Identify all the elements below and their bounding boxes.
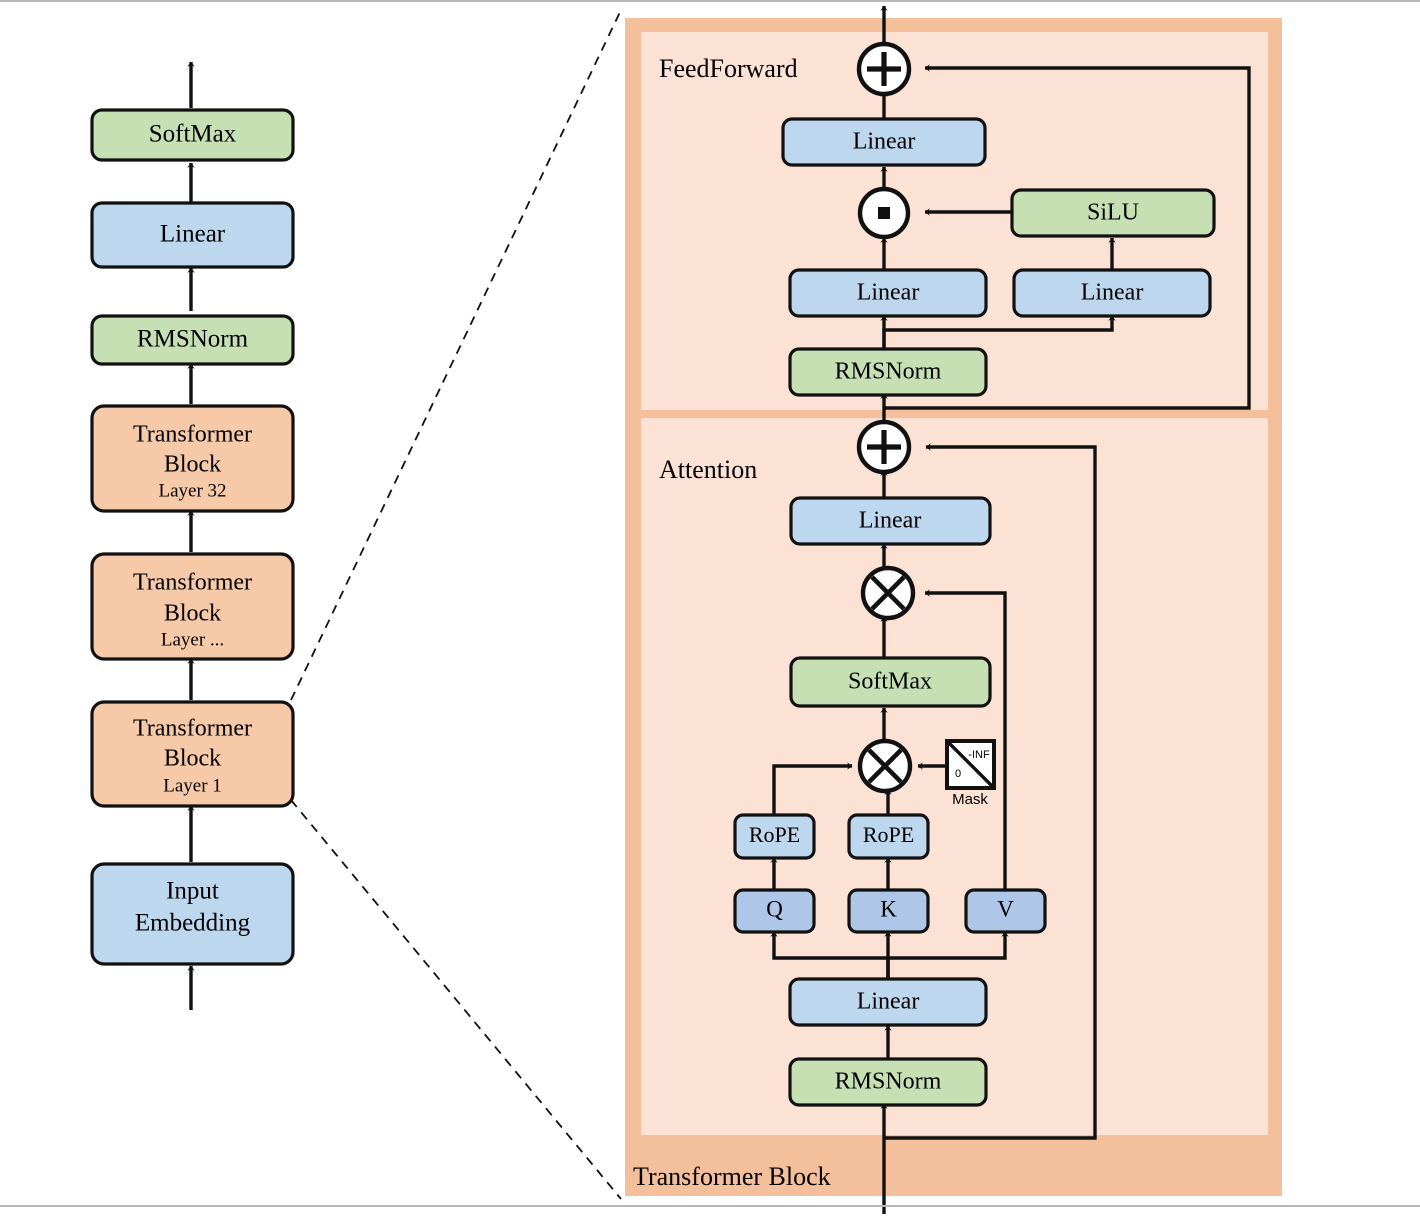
transformer-block-panel: FeedForward Attention Transformer Block [625, 5, 1282, 1214]
stack-node-linear-out[interactable]: Linear [90, 201, 295, 269]
node-ff-linear-gate[interactable]: Linear [788, 268, 988, 318]
stack-node-input-embed-label-line1: Input [166, 878, 219, 905]
model-stack: SoftMax Linear RMSNorm Transformer Block… [90, 61, 295, 1010]
node-attn-mask-high-label: -INF [968, 749, 990, 761]
page-top-rule [0, 0, 1420, 2]
node-ff-silu-label: SiLU [1087, 200, 1139, 226]
stack-node-softmax-out-label: SoftMax [149, 121, 237, 148]
stack-node-block-1-label-line1: Transformer [133, 716, 252, 742]
node-attn-rmsnorm[interactable]: RMSNorm [788, 1057, 988, 1107]
stack-node-block-32-label-line1: Transformer [133, 422, 252, 448]
node-ff-rmsnorm-label: RMSNorm [835, 359, 942, 385]
stack-node-input-embed[interactable]: Input Embedding [90, 862, 295, 966]
node-attn-linear-o-label: Linear [859, 508, 922, 534]
stack-node-block-32-sublabel: Layer 32 [158, 480, 226, 501]
stack-node-block-mid-label-line1: Transformer [133, 570, 252, 596]
stack-node-rmsnorm-out[interactable]: RMSNorm [90, 314, 295, 366]
node-attn-mask[interactable]: -INF 0 Mask [945, 739, 996, 808]
node-proj-v-label: V [997, 896, 1014, 921]
node-proj-v[interactable]: V [964, 888, 1047, 934]
stack-node-block-mid-label-line2: Block [164, 601, 221, 627]
callout-line-upper [290, 9, 622, 701]
conn-attn-residual [884, 443, 1097, 1140]
node-proj-q-label: Q [766, 896, 783, 921]
stack-node-block-1-sublabel: Layer 1 [163, 775, 222, 796]
stack-node-linear-out-label: Linear [160, 221, 226, 248]
node-ff-linear-gate-label: Linear [857, 280, 920, 306]
node-ff-linear-out-label: Linear [853, 129, 916, 155]
callout-lines [290, 9, 622, 1200]
stack-node-block-mid[interactable]: Transformer Block Layer ... [90, 552, 295, 661]
callout-line-lower [290, 799, 622, 1200]
node-attn-linear-o[interactable]: Linear [789, 496, 992, 546]
node-attn-mask-low-label: 0 [955, 768, 961, 780]
node-ff-mul[interactable] [857, 186, 911, 240]
conn-v-to-attnmulv [924, 589, 1007, 890]
node-attn-mask-label: Mask [952, 791, 988, 808]
node-ff-linear-out[interactable]: Linear [781, 117, 987, 167]
node-proj-k-label: K [880, 896, 897, 921]
node-attn-softmax-label: SoftMax [848, 669, 932, 695]
stack-node-softmax-out[interactable]: SoftMax [90, 108, 295, 162]
node-rope-q[interactable]: RoPE [733, 813, 816, 860]
node-ff-add[interactable] [856, 41, 912, 97]
conn-ropeq-to-attnmulqk [772, 762, 853, 814]
node-attn-linear-in[interactable]: Linear [788, 977, 988, 1027]
node-ff-rmsnorm[interactable]: RMSNorm [788, 347, 988, 397]
feedforward-nodes: Linear SiLU Linear Linear [781, 41, 1216, 397]
attention-nodes: Linear SoftMax [733, 419, 1047, 1107]
node-ff-linear-up-label: Linear [1081, 280, 1144, 306]
node-rope-k[interactable]: RoPE [847, 813, 930, 860]
node-proj-q[interactable]: Q [733, 888, 816, 934]
node-attn-mul-v[interactable] [860, 565, 916, 621]
stack-node-block-32-label-line2: Block [164, 452, 221, 478]
node-rope-q-label: RoPE [749, 822, 800, 847]
node-ff-linear-up[interactable]: Linear [1012, 268, 1212, 318]
stack-node-block-1[interactable]: Transformer Block Layer 1 [90, 700, 295, 808]
stack-node-input-embed-label-line2: Embedding [135, 910, 251, 937]
node-rope-k-label: RoPE [863, 822, 914, 847]
node-attn-add[interactable] [856, 419, 912, 475]
feedforward-section-label: FeedForward [659, 54, 798, 83]
stack-node-block-mid-sublabel: Layer ... [161, 629, 224, 650]
stack-node-block-32[interactable]: Transformer Block Layer 32 [90, 404, 295, 513]
node-proj-k[interactable]: K [847, 888, 930, 934]
attention-section-label: Attention [659, 455, 757, 484]
node-ff-silu[interactable]: SiLU [1010, 188, 1216, 238]
transformer-block-container-label: Transformer Block [633, 1162, 831, 1191]
page-bottom-rule [0, 1205, 1420, 1207]
node-attn-mul-qk[interactable] [857, 738, 913, 794]
node-attn-softmax[interactable]: SoftMax [789, 656, 992, 708]
stack-node-rmsnorm-out-label: RMSNorm [137, 326, 249, 353]
stack-node-block-1-label-line2: Block [164, 746, 221, 772]
node-attn-linear-in-label: Linear [857, 989, 920, 1015]
conn-ff-residual [884, 64, 1251, 410]
node-attn-rmsnorm-label: RMSNorm [835, 1069, 942, 1095]
